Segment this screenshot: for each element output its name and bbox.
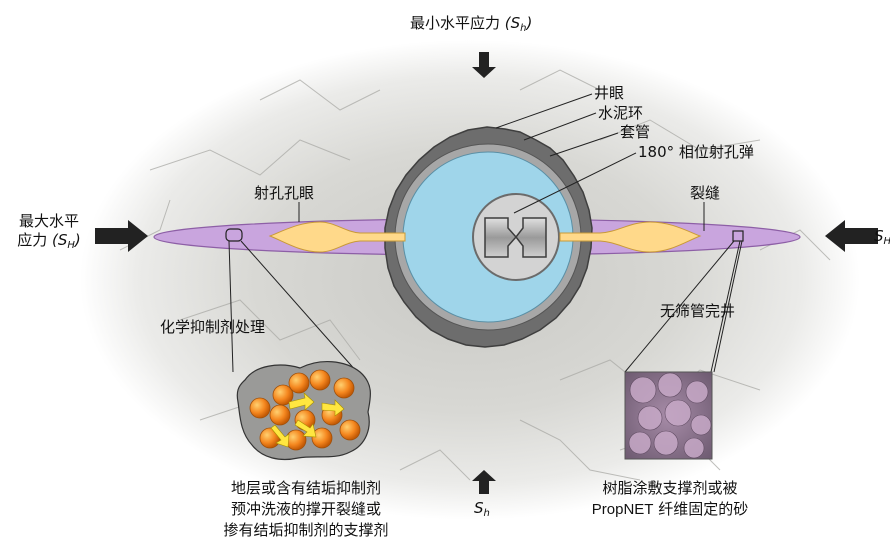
phasing-label: 180° 相位射孔弹 (638, 143, 754, 162)
wellbore-label: 井眼 (594, 84, 624, 103)
max-stress-label: 最大水平 应力 (SH) (6, 212, 92, 255)
min-stress-label: 最小水平应力 (Sh) (410, 14, 532, 38)
max-stress-line1: 最大水平 (6, 212, 92, 231)
left-caption-line2: 预冲洗液的撑开裂缝或 (196, 499, 416, 520)
casing-label: 套管 (620, 123, 650, 142)
proppant-photo-grains (629, 373, 711, 458)
right-caption: 树脂涂敷支撑剂或被 PropNET 纤维固定的砂 (560, 478, 780, 520)
fracture-label: 裂缝 (690, 184, 720, 203)
left-caption: 地层或含有结垢抑制剂 预冲洗液的撑开裂缝或 掺有结垢抑制剂的支撑剂 (196, 478, 416, 541)
propnet-brand: PropNET (592, 501, 654, 518)
bottom-stress-symbol: Sh (474, 499, 490, 523)
min-stress-text: 最小水平应力 (410, 14, 500, 32)
screenless-completion-label: 无筛管完井 (660, 302, 735, 321)
max-stress-line2: 应力 (SH) (6, 231, 92, 255)
chemical-treatment-label: 化学抑制剂处理 (160, 318, 265, 337)
perforation-label: 射孔孔眼 (254, 184, 314, 203)
left-caption-line3: 掺有结垢抑制剂的支撑剂 (196, 520, 416, 541)
left-caption-line1: 地层或含有结垢抑制剂 (196, 478, 416, 499)
right-caption-line2: PropNET 纤维固定的砂 (560, 499, 780, 520)
min-stress-symbol: (S (505, 14, 520, 32)
cement-label: 水泥环 (598, 104, 643, 123)
right-caption-line1: 树脂涂敷支撑剂或被 (560, 478, 780, 499)
min-stress-close: ) (527, 14, 533, 32)
right-stress-symbol: SH (874, 227, 890, 251)
